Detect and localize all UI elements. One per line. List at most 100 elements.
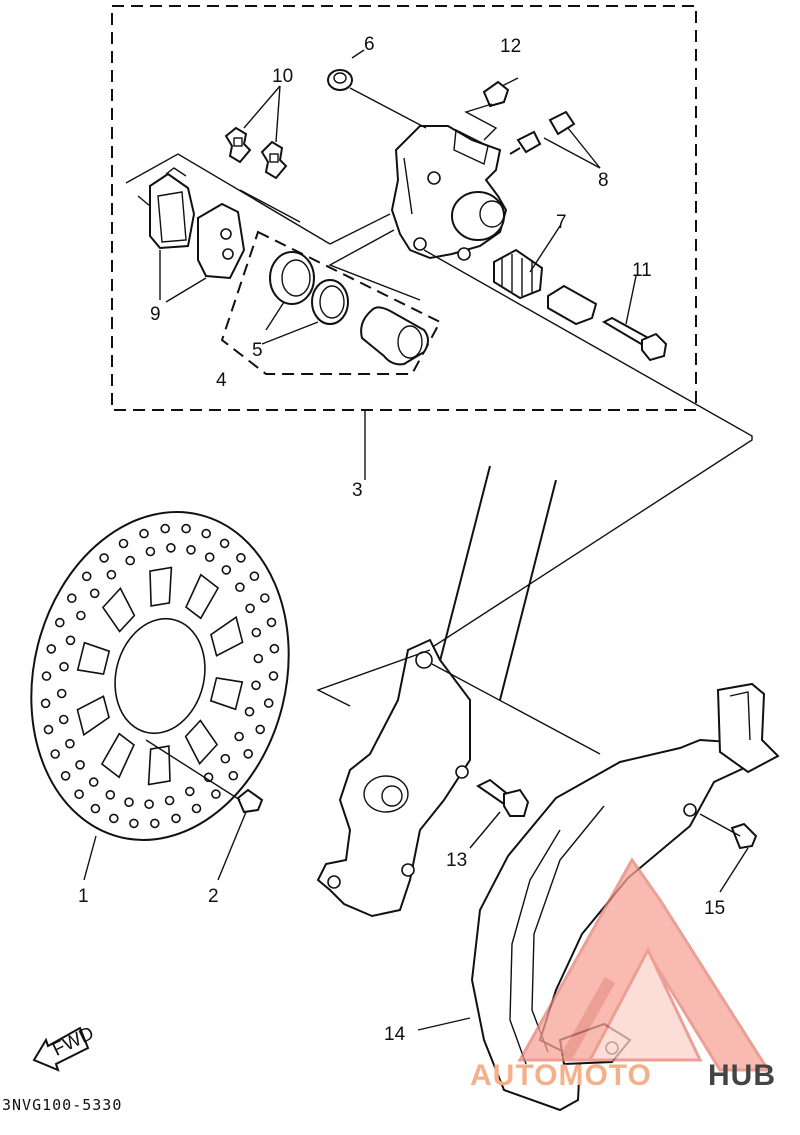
disc-slot <box>184 719 219 766</box>
disc-hole <box>150 818 160 829</box>
disc-leader-line <box>83 835 97 881</box>
disc-hole <box>125 555 135 566</box>
bleed-cap <box>464 77 519 141</box>
disc-hole <box>41 671 52 681</box>
guard-bolt <box>469 778 530 849</box>
disc-hole <box>186 544 196 555</box>
disc-hole <box>171 813 181 824</box>
fork-guide-lines <box>316 649 601 755</box>
label-part-6: 6 <box>364 34 375 55</box>
disc-slot <box>76 641 111 675</box>
disc-hole <box>269 643 280 654</box>
disc-hole <box>235 582 245 593</box>
caliper-assembly-boundary <box>111 5 697 480</box>
disc-hole <box>268 671 279 681</box>
disc-hole <box>219 538 230 549</box>
disc-hole <box>89 588 100 599</box>
disc-hole <box>164 795 175 806</box>
disc-hole <box>243 748 253 759</box>
label-part-10: 10 <box>272 66 293 87</box>
disc-vent-slots <box>76 566 244 786</box>
disc-hole <box>56 688 67 699</box>
disc-hole <box>220 753 231 764</box>
disc-hole <box>259 593 270 603</box>
pad-clip-left <box>224 126 252 164</box>
disc-slot <box>185 573 220 620</box>
disc-hole <box>201 528 211 539</box>
label-part-14: 14 <box>384 1024 406 1045</box>
disc-hole <box>74 789 84 800</box>
pad-clip-right <box>260 140 288 180</box>
disc-hole <box>43 724 54 735</box>
pad-guide-lines <box>125 153 391 245</box>
label-part-5: 5 <box>252 340 263 361</box>
disc-hole <box>234 731 244 742</box>
disc-hole <box>129 818 139 829</box>
caliper-bolt <box>601 275 668 362</box>
disc-hole <box>124 797 134 808</box>
disc-hole <box>65 635 76 646</box>
disc-hole <box>59 661 69 672</box>
label-part-12: 12 <box>500 36 521 57</box>
disc-hole <box>185 786 195 797</box>
brake-pad-right <box>197 202 246 280</box>
disc-hole <box>144 799 154 810</box>
dust-cap <box>327 49 427 129</box>
disc-hole <box>266 617 277 628</box>
label-part-13: 13 <box>446 850 467 871</box>
disc-hole <box>60 770 71 781</box>
disc-hole <box>255 724 266 735</box>
label-part-4: 4 <box>216 370 227 391</box>
label-part-3: 3 <box>352 480 363 501</box>
label-part-7: 7 <box>556 212 567 233</box>
label-part-15: 15 <box>704 898 725 919</box>
disc-drill-holes <box>40 523 280 829</box>
bleed-screw-1 <box>509 130 542 155</box>
disc-slot <box>100 732 135 779</box>
disc-hole <box>251 627 262 638</box>
disc-hole <box>118 538 129 549</box>
brake-pad-left <box>149 167 196 250</box>
disc-hole <box>46 644 57 654</box>
label-part-2: 2 <box>208 886 219 907</box>
disc-hole <box>191 803 202 814</box>
disc-hole <box>65 738 75 749</box>
disc-hole <box>58 714 69 725</box>
caliper-mount-guide-lines <box>328 229 753 651</box>
disc-hole <box>76 610 86 621</box>
disc-hole <box>75 759 85 770</box>
disc-bolt <box>145 739 264 881</box>
disc-slot <box>147 745 171 786</box>
disc-hole <box>90 803 101 814</box>
disc-slot <box>149 566 173 607</box>
disc-hole <box>145 546 156 557</box>
disc-hole <box>181 523 191 534</box>
pad-leader-lines <box>159 250 207 303</box>
watermark-text-colored: AUTOMOTO <box>470 1059 652 1092</box>
guard-small-bolt <box>699 813 758 893</box>
disc-hole <box>40 698 51 709</box>
label-part-1: 1 <box>78 886 89 907</box>
label-part-11: 11 <box>632 260 652 281</box>
seal-leader-lines <box>261 301 319 345</box>
disc-hole <box>236 552 246 563</box>
label-part-8: 8 <box>598 170 609 191</box>
disc-hole <box>67 593 77 604</box>
disc-hole <box>88 777 99 787</box>
disc-hole <box>139 528 149 539</box>
slide-pin-sleeve <box>547 284 598 326</box>
disc-hole <box>244 706 255 717</box>
disc-hole <box>263 698 274 708</box>
front-fork <box>316 465 557 918</box>
label-part-9: 9 <box>150 304 161 325</box>
disc-hole <box>228 770 239 781</box>
watermark-text-dark: HUB <box>708 1059 776 1092</box>
disc-hole <box>160 523 170 534</box>
piston-seal-inner <box>311 279 349 325</box>
piston-seal-outer <box>269 251 315 305</box>
disc-hole <box>166 542 176 553</box>
disc-hole <box>249 571 260 582</box>
seal-kit-boundary <box>220 230 442 375</box>
disc-hole <box>251 680 261 691</box>
caliper-piston <box>360 306 429 366</box>
